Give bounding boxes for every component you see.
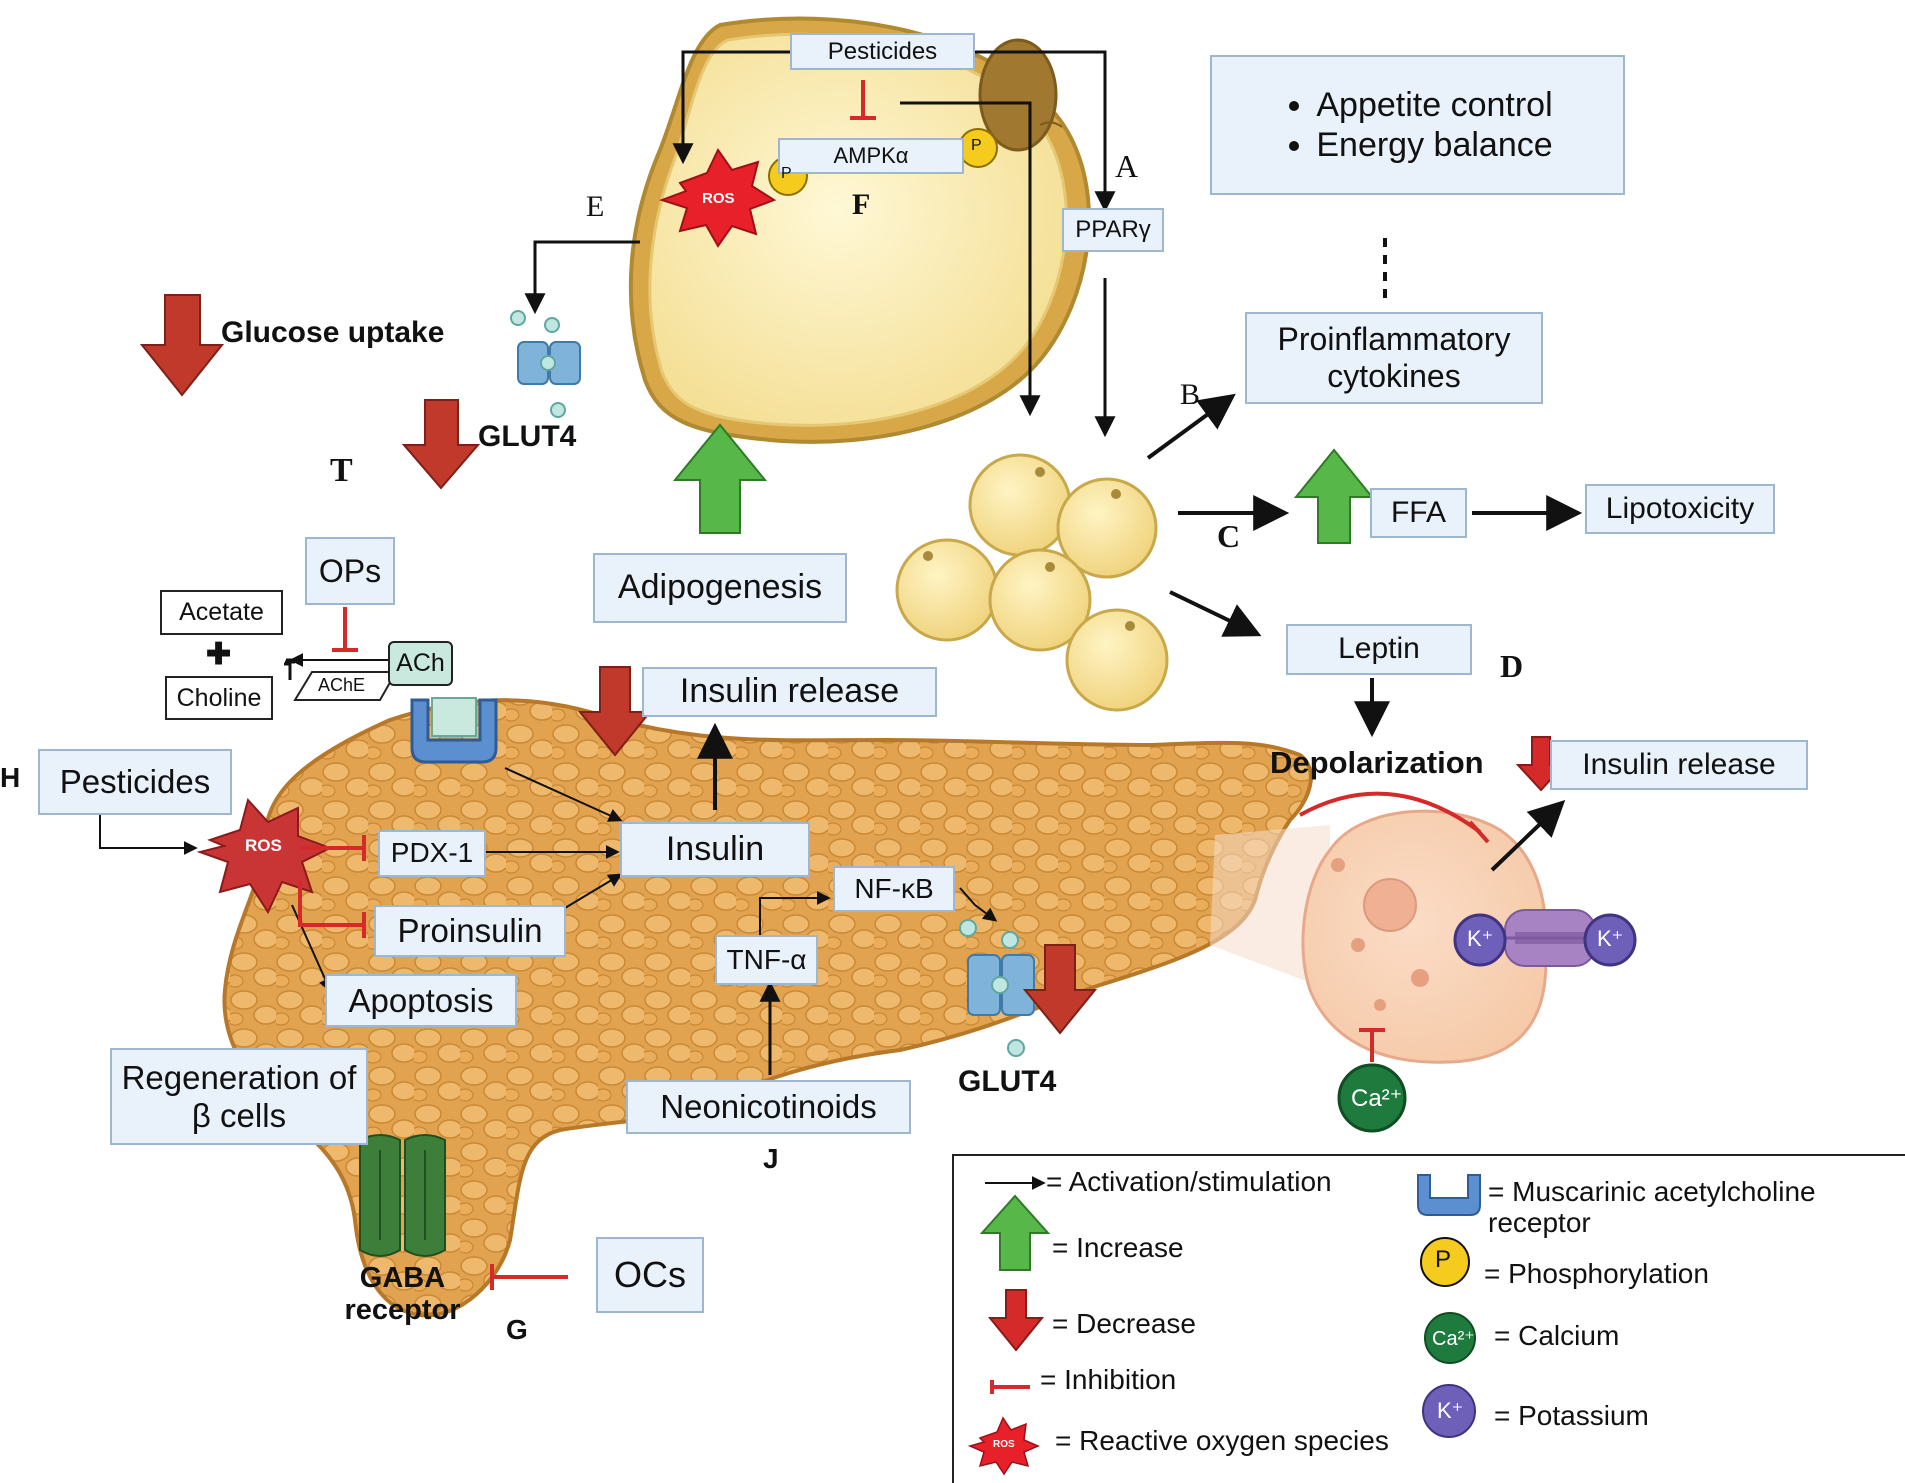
label-e: E [586,190,605,223]
ocs-box: OCs [596,1237,704,1313]
apoptosis-box: Apoptosis [325,974,517,1027]
ops-box: OPs [305,537,395,605]
legend-phosphorylation: = Phosphorylation [1484,1258,1709,1289]
inhibition-lines [298,80,1490,1290]
legend-potassium: = Potassium [1494,1400,1649,1431]
legend-ca-icon-label: Ca²⁺ [1432,1328,1475,1350]
adipogenesis-box: Adipogenesis [593,553,847,623]
legend [952,1154,1905,1483]
legend-muscarinic: = Muscarinic acetylcholine receptor [1488,1176,1816,1239]
proinsulin-box: Proinsulin [374,905,566,957]
gaba-receptor-label: GABA receptor [344,1262,461,1327]
insulin-release-box-right: Insulin release [1550,740,1808,790]
ach-box: ACh [388,641,453,686]
glucose-uptake-label: Glucose uptake [221,316,445,349]
glut4-label-top: GLUT4 [478,420,577,453]
pparg-box: PPARγ [1062,208,1164,252]
muscarinic-receptor-icon [410,697,498,764]
calcium-label: Ca²⁺ [1351,1085,1403,1112]
k-ion-label: K⁺ [1467,926,1494,951]
pesticides-box-top: Pesticides [790,33,975,70]
legend-inhibition: = Inhibition [1040,1364,1177,1395]
regeneration-box: Regeneration of β cells [110,1048,368,1145]
label-j: J [763,1143,779,1174]
inhibition-mark: T [330,452,353,489]
pdx1-box: PDX-1 [378,830,486,877]
phosphorylation-label: P [971,137,982,154]
calcium-ion-icon [1337,1063,1407,1133]
decrease-arrow-insulin-release [577,666,653,757]
activation-arrows [99,50,1583,1075]
legend-p-icon-label: P [1435,1246,1452,1273]
legend-icons [967,1174,1481,1476]
legend-decrease: = Decrease [1052,1308,1196,1339]
label-g: G [506,1314,528,1345]
label-h: H [0,762,21,793]
legend-ros-icon-label: ROS [993,1439,1015,1450]
insulin-box: Insulin [620,822,810,877]
glut4-transporter-icon [959,919,1035,1057]
label-c: C [1217,518,1241,554]
k-ion-label: K⁺ [1597,926,1624,951]
insulin-release-box: Insulin release [642,667,937,717]
ampk-box: AMPKα [778,138,964,174]
depolarization-label: Depolarization [1270,745,1484,780]
lipotoxicity-box: Lipotoxicity [1585,484,1775,534]
label-b: B [1180,378,1201,411]
glut4-transporter-icon [510,310,581,418]
label-f: F [852,188,871,221]
adipocyte [628,16,1091,444]
ros-star-icon [658,148,777,248]
glut4-label-bottom: GLUT4 [958,1065,1057,1098]
gaba-receptor-icon [359,1134,446,1257]
appetite-bullet-list: Appetite control Energy balance [1282,85,1552,165]
pesticides-box-left: Pesticides [38,749,232,815]
nfkb-box: NF-κB [833,866,955,912]
label-d: D [1500,648,1524,684]
phosphorylation-label: P [781,165,792,182]
ros-label: ROS [702,190,735,207]
decrease-arrow-glut4-bottom [1022,944,1098,1035]
ache-label: AChE [318,675,366,695]
appetite-box: Appetite control Energy balance [1210,55,1625,195]
ros-label-left: ROS [245,836,282,855]
tnf-box: TNF-α [715,935,818,985]
legend-calcium: = Calcium [1494,1320,1620,1351]
bullet-energy-balance: Energy balance [1316,125,1552,165]
increase-arrow-adipogenesis [672,423,768,534]
ros-star-icon [196,797,333,915]
decrease-arrow-glucose [139,294,225,397]
label-a: A [1115,148,1139,184]
legend-increase: = Increase [1052,1232,1184,1263]
fat-cell-cluster [895,453,1169,712]
acetate-box: Acetate [160,590,283,635]
k-ion-icon [1453,913,1507,967]
cytokines-box: Proinflammatory cytokines [1245,312,1543,404]
ffa-box: FFA [1370,488,1467,538]
beta-cell [1301,809,1549,1064]
bullet-appetite-control: Appetite control [1316,85,1552,125]
legend-activation: = Activation/stimulation [1046,1166,1332,1197]
decrease-arrow-glut4 [401,399,481,490]
legend-k-icon-label: K⁺ [1437,1398,1464,1423]
k-ion-icon [1583,913,1637,967]
neonicotinoids-box: Neonicotinoids [626,1080,911,1134]
increase-arrow-ffa [1293,448,1375,544]
leptin-box: Leptin [1286,624,1472,675]
legend-ros: = Reactive oxygen species [1055,1425,1389,1456]
choline-box: Choline [165,676,273,720]
plus-sign: ✚ [206,638,232,671]
adipocyte-nucleus [978,38,1058,152]
